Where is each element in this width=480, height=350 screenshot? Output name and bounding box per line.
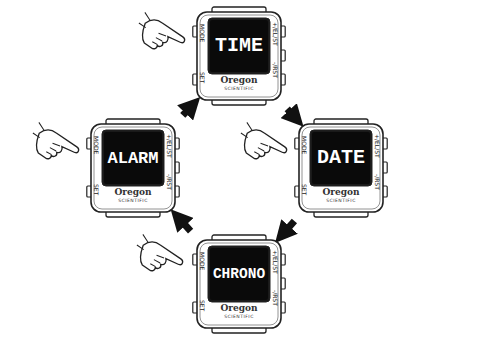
button-label: -/RST [374, 174, 381, 190]
lcd-screen: TIME [210, 20, 268, 72]
watch-body [192, 234, 286, 334]
brand-subtitle: SCIENTIFIC [86, 198, 180, 203]
mode-name: TIME [215, 36, 263, 56]
button-label: MODE [199, 252, 206, 270]
watch-face: TIME MODE +/EL/ST -/RST SETOregonSCIENTIFIC [192, 6, 286, 106]
brand-logo: Oregon [192, 303, 286, 313]
brand-logo: Oregon [192, 75, 286, 85]
button-label: SET [93, 184, 100, 195]
watch-body [294, 118, 388, 218]
button-label: -/RST [166, 174, 173, 190]
mode-name: ALARM [107, 150, 158, 167]
lcd-screen: ALARM [104, 132, 162, 184]
button-label: -/RST [272, 290, 279, 306]
brand-subtitle: SCIENTIFIC [294, 198, 388, 203]
mode-arrow [287, 221, 294, 229]
mode-name: CHRONO [213, 267, 265, 282]
watch-face: ALARM MODE +/EL/ST -/RST SETOregonSCIENTIFIC [86, 118, 180, 218]
brand-logo: Oregon [86, 187, 180, 197]
button-label: +/EL/ST [374, 134, 381, 158]
mode-arrow [287, 109, 291, 114]
watch-face: CHRONO MODE +/EL/ST -/RST SETOregonSCIENTIFI… [192, 234, 286, 334]
mode-name: DATE [317, 148, 365, 168]
brand-subtitle: SCIENTIFIC [192, 314, 286, 319]
watch-body [86, 118, 180, 218]
button-label: MODE [199, 24, 206, 42]
brand-logo: Oregon [294, 187, 388, 197]
button-label: -/RST [272, 62, 279, 78]
button-label: +/EL/ST [166, 134, 173, 158]
button-label: +/EL/ST [272, 22, 279, 46]
button-label: SET [301, 184, 308, 195]
brand-subtitle: SCIENTIFIC [192, 86, 286, 91]
button-label: MODE [301, 136, 308, 154]
mode-arrow [183, 110, 188, 115]
watch-body [192, 6, 286, 106]
lcd-screen: DATE [312, 132, 370, 184]
button-label: SET [199, 72, 206, 83]
button-label: SET [199, 300, 206, 311]
button-label: MODE [93, 136, 100, 154]
mode-arrow [183, 222, 191, 231]
watch-face: DATE MODE +/EL/ST -/RST SETOregonSCIENTIFIC [294, 118, 388, 218]
button-label: +/EL/ST [272, 250, 279, 274]
lcd-screen: CHRONO [210, 248, 268, 300]
